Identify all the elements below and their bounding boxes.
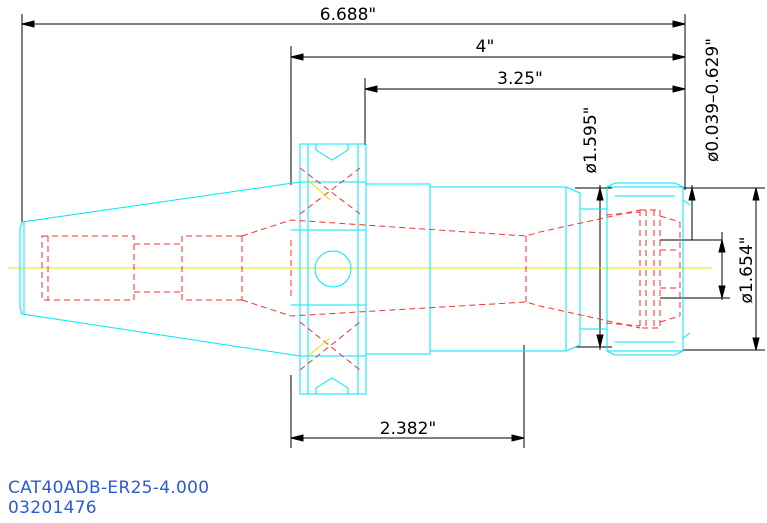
gauge-length-label: 2.382"	[380, 419, 437, 439]
hidden-lines	[41, 167, 681, 371]
part-model: CAT40ADB-ER25-4.000	[8, 478, 210, 498]
overall-length-label: 6.688"	[320, 5, 377, 25]
nut-diameter-label: ø1.654"	[737, 237, 757, 304]
collet-diameter-label: ø1.595"	[581, 107, 601, 174]
part-number: 03201476	[8, 498, 97, 518]
dimension-lines	[21, 14, 765, 448]
outline	[19, 143, 691, 395]
flange-accent	[307, 179, 331, 357]
clamping-range-label: ø0.039–0.629"	[703, 38, 723, 162]
body-length-label: 3.25"	[497, 69, 543, 89]
flange-to-nose-label: 4"	[476, 37, 495, 57]
